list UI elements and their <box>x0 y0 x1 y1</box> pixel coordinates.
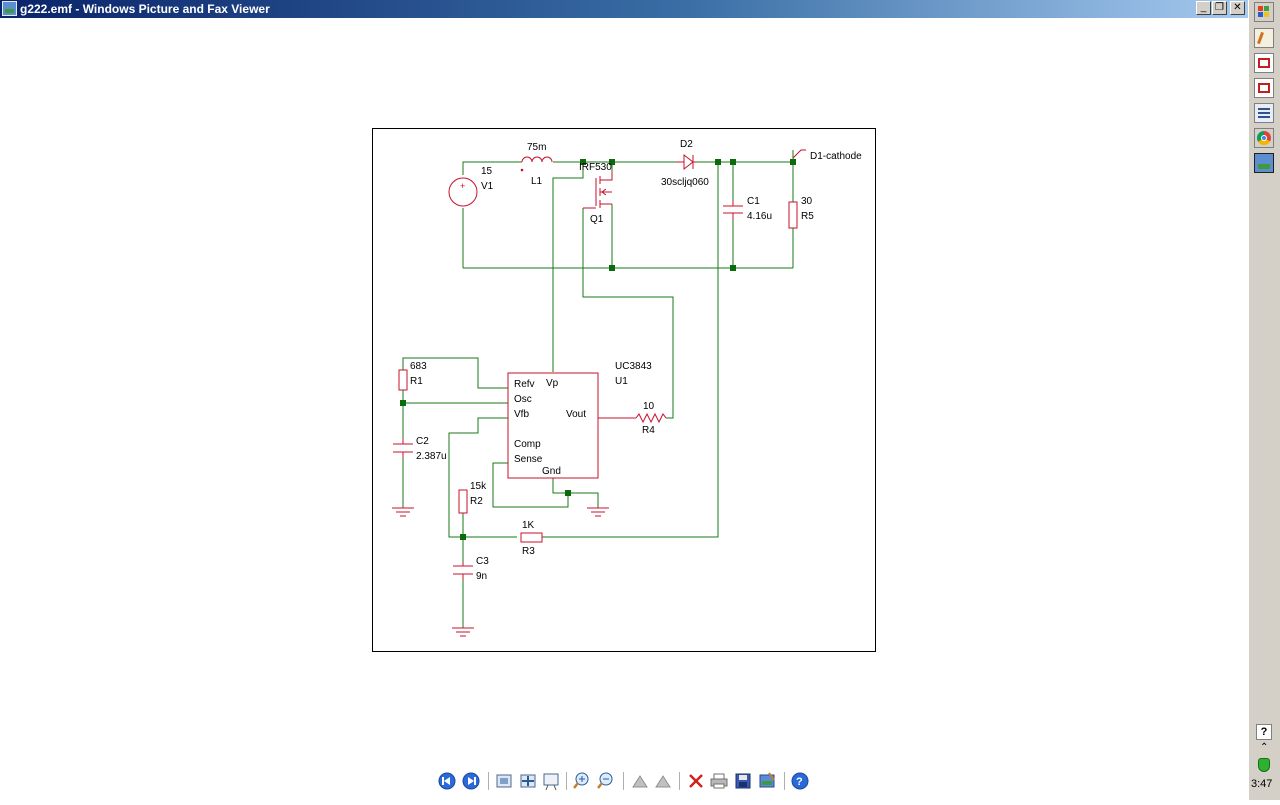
u1-pin-comp: Comp <box>514 439 541 450</box>
copy-to-button[interactable] <box>735 773 751 789</box>
image-canvas: + 15 V1 75m L1 IRF530 Q1 D2 30scljq060 C… <box>0 18 1248 800</box>
rotate-clockwise-button[interactable] <box>632 775 648 788</box>
c1-name-label: C1 <box>747 196 760 207</box>
delete-button[interactable] <box>689 774 703 788</box>
d2-diode-symbol <box>676 153 696 171</box>
r5-value-label: 30 <box>801 196 813 207</box>
l1-name-label: L1 <box>531 176 543 187</box>
expand-chevron-icon[interactable]: ⌃ <box>1260 742 1269 753</box>
schematic-frame <box>372 128 876 652</box>
r5-resistor-symbol <box>788 201 798 229</box>
u1-ic-body <box>507 372 599 479</box>
c2-capacitor-symbol <box>393 438 413 458</box>
components <box>392 149 806 637</box>
l1-value-label: 75m <box>527 142 546 153</box>
u1-pin-sense: Sense <box>514 454 543 465</box>
picture-viewer-icon[interactable] <box>1254 153 1274 173</box>
ground-symbols <box>392 507 609 637</box>
rotate-counterclockwise-button[interactable] <box>655 775 671 788</box>
r3-value-label: 1K <box>522 520 535 531</box>
c3-name-label: C3 <box>476 556 489 567</box>
best-fit-button[interactable] <box>496 774 512 788</box>
r1-value-label: 683 <box>410 361 427 372</box>
toolbar-separator <box>566 772 567 790</box>
r2-resistor-symbol <box>458 489 468 514</box>
r3-name-label: R3 <box>522 546 535 557</box>
windows-flag-icon[interactable] <box>1254 2 1274 22</box>
quick-launch-bar: ? ⌃ 3:47 <box>1248 0 1280 800</box>
clock[interactable]: 3:47 <box>1251 778 1273 790</box>
v1-name-label: V1 <box>481 181 494 192</box>
u1-pin-osc: Osc <box>514 394 532 405</box>
pdf-icon[interactable] <box>1254 78 1274 98</box>
u1-pin-vfb: Vfb <box>514 409 529 420</box>
r5-name-label: R5 <box>801 211 814 222</box>
v1-value-label: 15 <box>481 166 493 177</box>
c2-name-label: C2 <box>416 436 429 447</box>
toolbar-separator <box>623 772 624 790</box>
u1-pin-refv: Refv <box>514 379 535 390</box>
viewer-toolbar: ? <box>436 769 816 795</box>
u1-pin-gnd: Gnd <box>542 466 561 477</box>
actual-size-button[interactable] <box>520 774 536 788</box>
slideshow-button[interactable] <box>543 773 559 791</box>
r1-resistor-symbol <box>398 369 408 391</box>
chrome-icon[interactable] <box>1254 128 1274 148</box>
r2-value-label: 15k <box>470 481 487 492</box>
junction-dots <box>400 159 796 540</box>
u1-name-label: U1 <box>615 376 628 387</box>
l1-inductor-symbol <box>521 156 553 163</box>
toolbar-separator <box>784 772 785 790</box>
d2-part-label: 30scljq060 <box>661 177 709 188</box>
c3-capacitor-symbol <box>453 562 473 580</box>
c1-value-label: 4.16u <box>747 211 772 222</box>
print-button[interactable] <box>710 773 728 789</box>
d2-name-label: D2 <box>680 139 693 150</box>
q1-part-label: IRF530 <box>579 162 612 173</box>
document-list-icon[interactable] <box>1254 103 1274 123</box>
v1-source-symbol <box>448 177 478 207</box>
svg-text:?: ? <box>796 776 803 788</box>
q1-name-label: Q1 <box>590 214 604 225</box>
u1-pin-vout: Vout <box>566 409 586 420</box>
minimize-button[interactable]: _ <box>1196 1 1211 15</box>
r4-resistor-symbol <box>635 412 667 424</box>
probe-symbol <box>792 149 806 159</box>
r3-resistor-symbol <box>520 532 543 543</box>
next-image-button[interactable] <box>462 772 480 790</box>
r4-name-label: R4 <box>642 425 655 436</box>
tray-shield-icon[interactable] <box>1258 758 1270 772</box>
c3-value-label: 9n <box>476 571 487 582</box>
title-bar: g222.emf - Windows Picture and Fax Viewe… <box>0 0 1248 18</box>
zoom-in-button[interactable] <box>573 772 589 789</box>
open-for-editing-button[interactable] <box>759 772 775 788</box>
q1-mosfet-symbol <box>583 172 613 209</box>
pdf-icon[interactable] <box>1254 53 1274 73</box>
v1-plus-sign: + <box>460 181 465 191</box>
r4-value-label: 10 <box>643 401 655 412</box>
probe-label: D1-cathode <box>810 151 862 162</box>
help-button[interactable]: ? <box>791 772 809 790</box>
u1-part-label: UC3843 <box>615 361 652 372</box>
c1-capacitor-symbol <box>723 200 743 220</box>
schematic-image: + 15 V1 75m L1 IRF530 Q1 D2 30scljq060 C… <box>372 128 876 652</box>
previous-image-button[interactable] <box>438 772 456 790</box>
u1-pin-vp: Vp <box>546 378 559 389</box>
toolbar-separator <box>679 772 680 790</box>
r1-name-label: R1 <box>410 376 423 387</box>
restore-button[interactable]: ❐ <box>1212 1 1227 15</box>
toolbar-separator <box>488 772 489 790</box>
script-icon[interactable] <box>1254 28 1274 48</box>
wires <box>402 150 794 628</box>
help-icon[interactable]: ? <box>1256 724 1272 740</box>
picture-viewer-app-icon[interactable] <box>2 1 17 16</box>
window-title: g222.emf - Windows Picture and Fax Viewe… <box>20 2 270 16</box>
close-button[interactable]: ✕ <box>1230 1 1245 15</box>
zoom-out-button[interactable] <box>597 772 613 789</box>
r2-name-label: R2 <box>470 496 483 507</box>
c2-value-label: 2.387u <box>416 451 447 462</box>
